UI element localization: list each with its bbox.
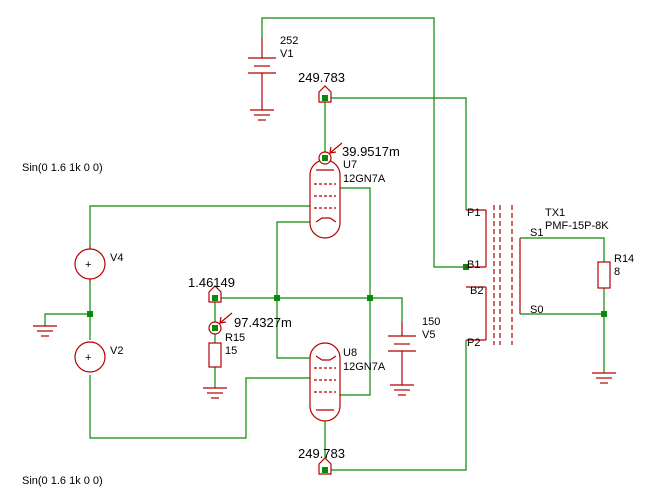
r14-ref: R14 (614, 253, 634, 265)
junctions (87, 264, 607, 317)
probe-current-r15-value: 97.4327m (234, 315, 292, 330)
tube-u8[interactable]: U8 12GN7A (309, 342, 386, 422)
transformer-tx1[interactable]: TX1 PMF-15P-8K P1 B1 B2 P2 S1 S0 (466, 205, 609, 349)
svg-text:+: + (85, 259, 91, 271)
tx1-pin-p2: P2 (467, 337, 480, 349)
r15-value: 15 (225, 345, 237, 357)
probe-current-r15[interactable]: 97.4327m (208, 312, 292, 335)
u8-ref: U8 (343, 347, 357, 359)
tx1-pin-s1: S1 (530, 227, 543, 239)
sin-label-bottom: Sin(0 1.6 1k 0 0) (22, 475, 103, 487)
v2-ref: V2 (110, 345, 123, 357)
u7-ref: U7 (343, 159, 357, 171)
probe-plate-bottom[interactable]: 249.783 (298, 446, 345, 475)
source-v2[interactable]: + V2 (74, 341, 123, 373)
tx1-pin-s0: S0 (530, 304, 543, 316)
battery-v1[interactable]: 252 V1 (248, 35, 298, 121)
svg-text:+: + (85, 352, 91, 364)
resistor-r15[interactable]: R15 15 (203, 332, 245, 399)
sin-label-top: Sin(0 1.6 1k 0 0) (22, 162, 103, 174)
tx1-pin-p1: P1 (467, 207, 480, 219)
probe-current-u7[interactable]: 39.9517m (318, 142, 400, 165)
tx1-pin-b2: B2 (470, 285, 483, 297)
resistor-r14[interactable]: R14 8 (592, 253, 634, 384)
battery-v5[interactable]: 150 V5 (388, 316, 440, 396)
probe-cathode-value: 1.46149 (188, 275, 235, 290)
v4-ref: V4 (110, 252, 123, 264)
probe-cathode-node[interactable]: 1.46149 (188, 275, 235, 303)
tx1-pin-b1: B1 (467, 259, 480, 271)
r15-ref: R15 (225, 332, 245, 344)
tube-u7[interactable]: U7 12GN7A (309, 159, 386, 239)
v5-ref: V5 (422, 329, 435, 341)
v5-value: 150 (422, 316, 440, 328)
u7-model: 12GN7A (343, 173, 386, 185)
ground-symbol (33, 325, 57, 337)
v1-ref: V1 (280, 48, 293, 60)
tx1-model: PMF-15P-8K (545, 220, 609, 232)
v1-value: 252 (280, 35, 298, 47)
tx1-ref: TX1 (545, 207, 565, 219)
wires (44, 17, 605, 471)
probe-plate-top[interactable]: 249.783 (298, 70, 345, 103)
source-v4[interactable]: + V4 (74, 246, 123, 282)
u8-model: 12GN7A (343, 361, 386, 373)
probe-current-u7-value: 39.9517m (342, 144, 400, 159)
probe-plate-bottom-value: 249.783 (298, 446, 345, 461)
r14-value: 8 (614, 266, 620, 278)
probe-plate-top-value: 249.783 (298, 70, 345, 85)
